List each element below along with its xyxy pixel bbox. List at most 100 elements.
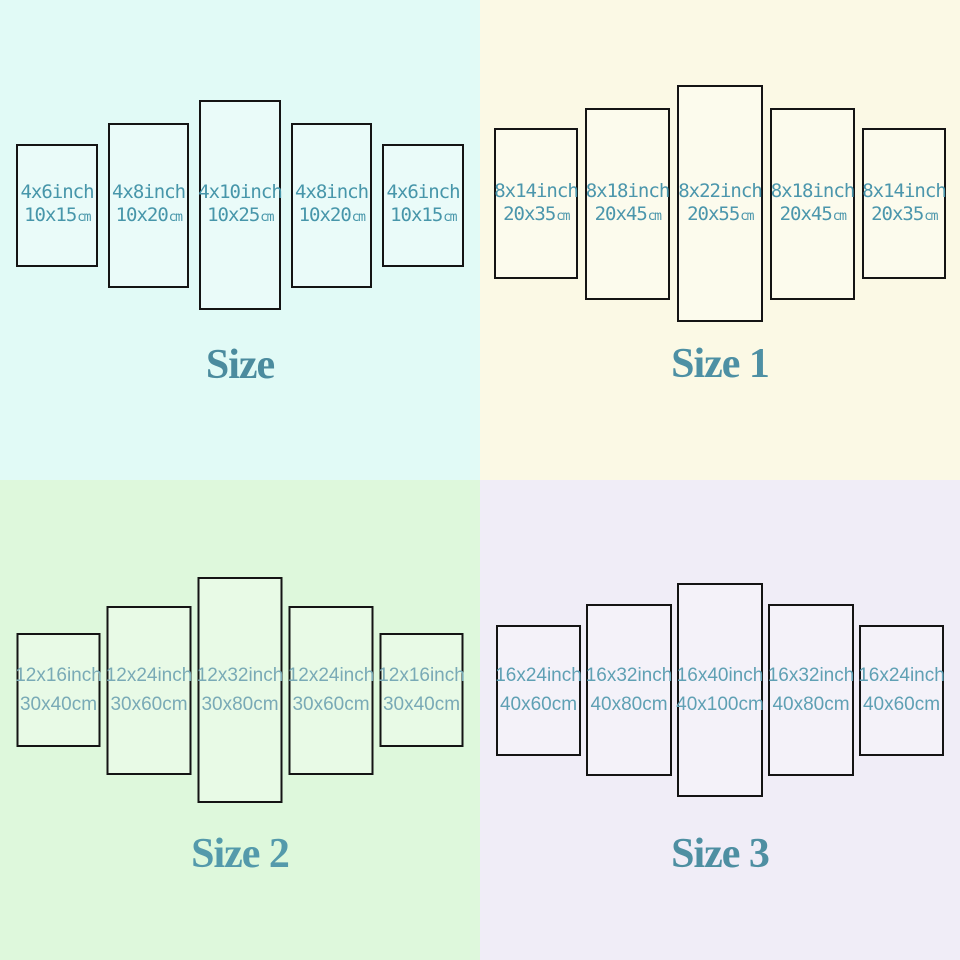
- panel-size-cm: 10x15cm: [20, 204, 93, 229]
- cm-unit: cm: [434, 694, 461, 715]
- panel-size-inch: 12x32inch: [196, 665, 284, 686]
- cm-unit: cm: [642, 694, 668, 715]
- panel-size-label: 12x16inch 30x40cm: [15, 661, 102, 719]
- size-chart-quadrant-size1: 8x14inch 20x35cm 8x18inch 20x45cm 8x22in…: [480, 0, 960, 480]
- panel-size-inch: 16x24inch: [495, 665, 582, 686]
- cm-unit: cm: [832, 208, 847, 224]
- panel-size-cm: 20x45cm: [586, 203, 670, 228]
- panel-size-cm: 30x80cm: [197, 690, 284, 719]
- panel-size-label: 8x14inch 20x35cm: [862, 179, 947, 228]
- cm-unit: cm: [738, 694, 764, 715]
- panel-size-cm: 30x60cm: [106, 690, 193, 719]
- canvas-panel-1: 8x14inch 20x35cm: [494, 128, 579, 279]
- canvas-panel-2: 16x32inch 40x80cm: [586, 604, 672, 776]
- canvas-panel-4: 4x8inch 10x20cm: [291, 122, 372, 288]
- canvas-panel-5: 4x6inch 10x15cm: [382, 143, 464, 267]
- cm-value: 40x60: [499, 694, 552, 715]
- panel-size-inch: 4x6inch: [386, 181, 460, 203]
- panel-size-cm: 40x60cm: [858, 690, 945, 719]
- cm-value: 30x60: [292, 694, 345, 715]
- cm-unit: cm: [253, 694, 279, 715]
- panel-size-label: 8x18inch 20x45cm: [770, 179, 856, 228]
- panel-size-cm: 40x80cm: [586, 690, 673, 719]
- panel-size-label: 16x40inch 40x100cm: [676, 661, 764, 719]
- cm-unit: cm: [168, 210, 183, 225]
- cm-unit: cm: [162, 694, 188, 715]
- cm-value: 20x35: [871, 202, 924, 225]
- cm-value: 10x20: [298, 204, 352, 226]
- panel-size-label: 4x8inch 10x20cm: [294, 181, 369, 229]
- panel-size-inch: 8x14inch: [862, 179, 947, 202]
- cm-unit: cm: [443, 210, 457, 225]
- panel-size-label: 4x6inch 10x15cm: [386, 181, 460, 229]
- panel-size-label: 16x24inch 40x60cm: [858, 661, 945, 719]
- panel-size-inch: 8x18inch: [770, 179, 856, 202]
- panel-size-label: 12x24inch 30x60cm: [106, 661, 193, 719]
- panel-size-label: 12x32inch 30x80cm: [197, 661, 284, 719]
- panel-size-inch: 8x18inch: [585, 179, 671, 202]
- cm-unit: cm: [924, 208, 938, 224]
- panel-size-inch: 12x16inch: [15, 665, 102, 686]
- panel-size-inch: 12x24inch: [287, 665, 375, 686]
- cm-value: 30x80: [201, 694, 254, 715]
- canvas-panel-1: 12x16inch 30x40cm: [15, 633, 102, 747]
- canvas-panel-5: 8x14inch 20x35cm: [862, 128, 947, 279]
- canvas-panel-1: 16x24inch 40x60cm: [495, 624, 582, 756]
- quadrant-title: Size 3: [671, 831, 770, 877]
- panel-size-label: 16x24inch 40x60cm: [495, 661, 582, 719]
- cm-value: 40x60: [862, 694, 915, 715]
- panel-size-label: 16x32inch 40x80cm: [768, 661, 855, 719]
- panel-row: 12x16inch 30x40cm 12x24inch 30x60cm 12x3…: [15, 577, 465, 803]
- cm-value: 30x40: [382, 694, 435, 715]
- canvas-panel-4: 16x32inch 40x80cm: [768, 604, 854, 776]
- quadrant-title: Size: [205, 342, 275, 388]
- panel-size-inch: 16x24inch: [858, 665, 945, 686]
- cm-unit: cm: [551, 694, 578, 715]
- cm-value: 20x45: [779, 202, 833, 225]
- canvas-panel-4: 12x24inch 30x60cm: [288, 605, 375, 775]
- cm-value: 40x100: [676, 694, 739, 715]
- panel-size-cm: 20x35cm: [862, 203, 946, 228]
- panel-size-label: 12x16inch 30x40cm: [378, 661, 465, 719]
- panel-size-label: 4x10inch 10x25cm: [198, 181, 283, 229]
- canvas-panel-5: 12x16inch 30x40cm: [378, 633, 465, 747]
- panel-size-label: 8x22inch 20x55cm: [678, 180, 763, 228]
- canvas-panel-5: 16x24inch 40x60cm: [858, 624, 945, 756]
- panel-size-cm: 20x35cm: [494, 203, 578, 228]
- panel-size-cm: 40x80cm: [768, 690, 855, 719]
- panel-row: 8x14inch 20x35cm 8x18inch 20x45cm 8x22in…: [494, 85, 947, 322]
- cm-unit: cm: [740, 208, 754, 224]
- cm-unit: cm: [647, 208, 662, 224]
- panel-row: 16x24inch 40x60cm 16x32inch 40x80cm 16x4…: [495, 583, 945, 797]
- cm-value: 20x45: [594, 202, 648, 225]
- canvas-panel-3: 16x40inch 40x100cm: [676, 583, 764, 797]
- cm-value: 30x60: [110, 694, 163, 715]
- panel-size-inch: 4x8inch: [294, 181, 369, 203]
- canvas-panel-2: 12x24inch 30x60cm: [106, 605, 193, 775]
- panel-size-label: 8x18inch 20x45cm: [585, 179, 671, 228]
- panel-size-inch: 12x16inch: [378, 665, 465, 686]
- canvas-panel-3: 8x22inch 20x55cm: [677, 85, 763, 322]
- cm-value: 10x20: [115, 204, 169, 226]
- panel-size-cm: 30x40cm: [378, 690, 465, 719]
- cm-value: 30x40: [19, 694, 72, 715]
- cm-unit: cm: [344, 694, 370, 715]
- panel-size-label: 16x32inch 40x80cm: [586, 661, 673, 719]
- cm-unit: cm: [77, 210, 91, 225]
- panel-size-cm: 30x60cm: [288, 690, 375, 719]
- cm-unit: cm: [556, 208, 570, 224]
- canvas-panel-2: 4x8inch 10x20cm: [108, 122, 189, 288]
- panel-size-label: 12x24inch 30x60cm: [288, 661, 375, 719]
- panel-size-inch: 16x32inch: [585, 665, 673, 686]
- canvas-panel-2: 8x18inch 20x45cm: [585, 107, 671, 300]
- size-chart-quadrant-size: 4x6inch 10x15cm 4x8inch 10x20cm 4x10inch…: [0, 0, 480, 480]
- cm-value: 40x80: [590, 694, 643, 715]
- cm-value: 10x15: [390, 204, 443, 226]
- panel-size-inch: 4x10inch: [198, 181, 283, 203]
- panel-size-cm: 30x40cm: [15, 690, 102, 719]
- canvas-panel-3: 12x32inch 30x80cm: [197, 577, 284, 803]
- cm-unit: cm: [914, 694, 941, 715]
- cm-unit: cm: [351, 210, 366, 225]
- panel-size-label: 4x8inch 10x20cm: [112, 181, 186, 229]
- panel-row: 4x6inch 10x15cm 4x8inch 10x20cm 4x10inch…: [16, 100, 464, 310]
